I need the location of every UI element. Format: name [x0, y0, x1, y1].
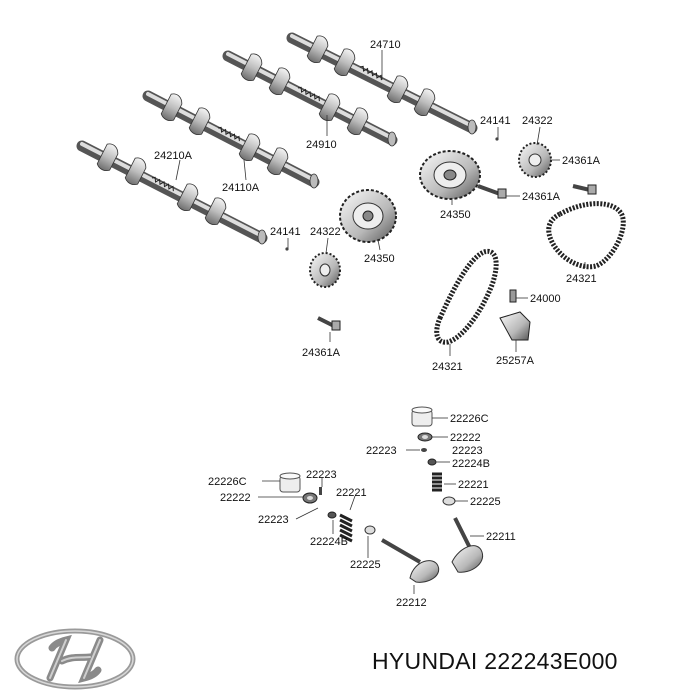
- label-22223-left: 22223: [306, 469, 337, 481]
- label-24000: 24000: [530, 293, 561, 305]
- bolt-24361A-c: [317, 316, 341, 331]
- label-24710: 24710: [370, 39, 401, 51]
- label-24361A-low: 24361A: [302, 347, 341, 359]
- label-24361A-r2: 24361A: [522, 191, 561, 203]
- bolt-24361A-b: [572, 184, 597, 195]
- cam-phaser-24350-right: [419, 150, 481, 200]
- camshaft-24210A: [76, 140, 268, 245]
- cam-phaser-24350-mid: [339, 189, 397, 243]
- label-22223-right-2: 22223: [452, 445, 483, 457]
- timing-chain-24321-low: [434, 248, 499, 345]
- hyundai-logo: [14, 628, 136, 690]
- label-24350-right: 24350: [440, 209, 471, 221]
- label-24322-mid: 24322: [310, 226, 341, 238]
- label-24321-low: 24321: [432, 361, 463, 373]
- camshaft-24910: [222, 50, 398, 147]
- label-24321-right: 24321: [566, 273, 597, 285]
- label-22225-left: 22225: [350, 559, 381, 571]
- camshaft-24710: [286, 32, 478, 135]
- sprocket-24322-top: [518, 142, 552, 178]
- bolt-24361A-a: [477, 184, 507, 199]
- label-22225-right: 22225: [470, 496, 501, 508]
- label-24141-top: 24141: [480, 115, 511, 127]
- camshaft-24110A: [142, 90, 320, 189]
- label-24210A: 24210A: [154, 150, 193, 162]
- label-24361A-r1: 24361A: [562, 155, 601, 167]
- label-24141-mid: 24141: [270, 226, 301, 238]
- label-24910: 24910: [306, 139, 337, 151]
- label-22223-left-2: 22223: [258, 514, 289, 526]
- label-24350-mid: 24350: [364, 253, 395, 265]
- label-24322-top: 24322: [522, 115, 553, 127]
- label-22223-right: 22223: [366, 445, 397, 457]
- label-22222-right: 22222: [450, 432, 481, 444]
- label-22226C-left: 22226C: [208, 476, 247, 488]
- timing-chain-24321-right: [546, 201, 626, 270]
- label-24110A: 24110A: [222, 182, 260, 194]
- label-22221-left: 22221: [336, 487, 367, 499]
- label-22212: 22212: [396, 597, 427, 609]
- part-labels: 24710 24910 24210A 24110A 24141 24322 24…: [154, 39, 601, 609]
- chain-tensioner-25257A: [499, 289, 531, 341]
- label-25257A: 25257A: [496, 355, 535, 367]
- leader-lines: [175, 50, 586, 594]
- label-22224B-left: 22224B: [310, 536, 348, 548]
- brand-part-number: HYUNDAI 222243E000: [372, 648, 618, 674]
- label-22221-right: 22221: [458, 479, 489, 491]
- label-22222-left: 22222: [220, 492, 251, 504]
- label-22224B-right: 22224B: [452, 458, 490, 470]
- sprocket-24322-mid: [309, 252, 341, 288]
- valve-assembly-right: [411, 406, 484, 573]
- valve-assembly-left: [279, 472, 440, 583]
- label-22226C-right: 22226C: [450, 413, 489, 425]
- label-22211: 22211: [486, 531, 516, 543]
